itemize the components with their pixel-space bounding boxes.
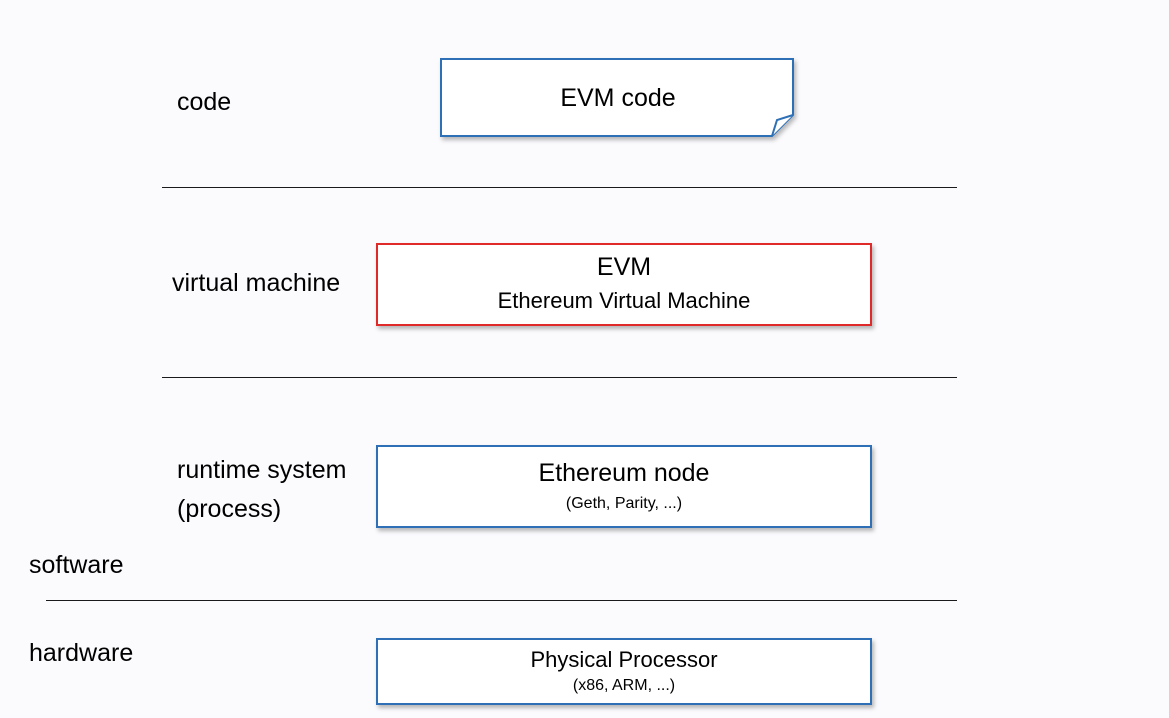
ethereum-node-title: Ethereum node — [538, 458, 710, 487]
layer-label-virtual-machine: virtual machine — [172, 269, 341, 297]
evm-subtitle: Ethereum Virtual Machine — [497, 287, 751, 313]
layer-label-software: software — [29, 551, 124, 579]
layer-label-runtime-system: runtime system (process) — [177, 451, 346, 529]
divider-vm-runtime — [162, 377, 957, 378]
layer-label-runtime-line1: runtime system — [177, 456, 347, 484]
physical-processor-title: Physical Processor — [530, 646, 718, 672]
physical-processor-box: Physical Processor (x86, ARM, ...) — [376, 638, 872, 705]
evm-code-note-shape — [440, 58, 794, 137]
layer-label-hardware: hardware — [29, 639, 134, 667]
ethereum-node-box: Ethereum node (Geth, Parity, ...) — [376, 445, 872, 528]
evm-code-box: EVM code — [440, 58, 796, 140]
evm-code-title: EVM code — [560, 83, 676, 112]
physical-processor-subtitle: (x86, ARM, ...) — [572, 677, 676, 695]
evm-title: EVM — [596, 253, 652, 282]
ethereum-node-subtitle: (Geth, Parity, ...) — [565, 494, 683, 512]
divider-code-vm — [162, 187, 957, 188]
evm-box: EVM Ethereum Virtual Machine — [376, 243, 872, 326]
layer-label-code: code — [177, 88, 232, 116]
layer-label-runtime-line2: (process) — [177, 494, 282, 523]
divider-software-hardware — [46, 600, 957, 601]
